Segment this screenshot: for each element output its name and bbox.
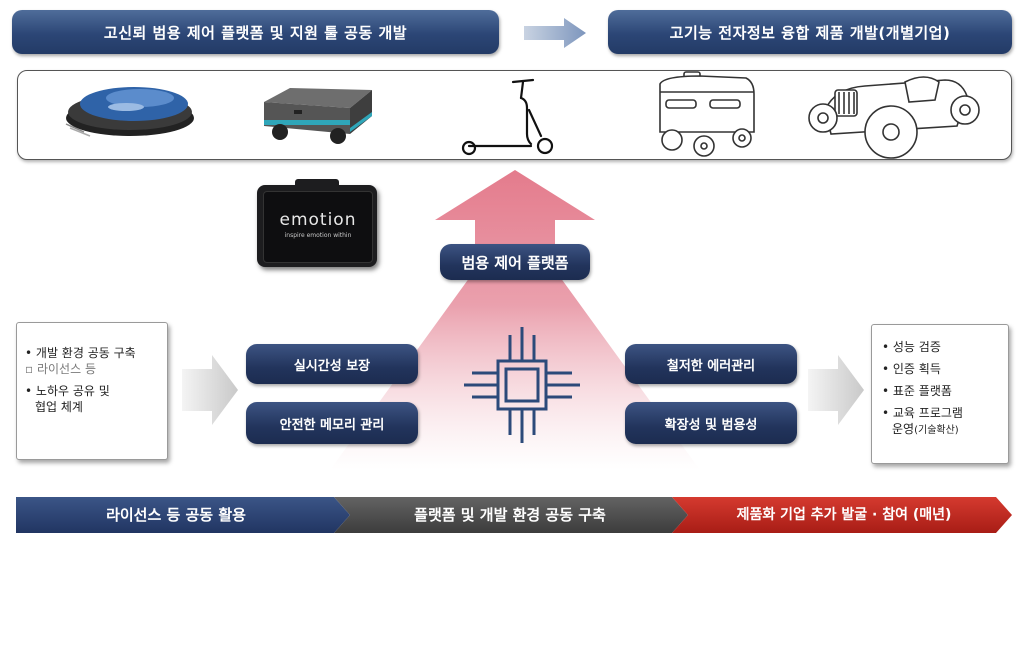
left-info-box: • 개발 환경 공동 구축 ▫ 라이선스 등 • 노하우 공유 및 협업 체계 — [16, 322, 168, 460]
vintage-car-icon — [808, 76, 980, 159]
left-item-2: ▫ 라이선스 등 — [25, 362, 96, 376]
error-management-button: 철저한 에러관리 — [625, 344, 797, 384]
platform-label: 범용 제어 플랫폼 — [440, 244, 590, 280]
right-item-2: • 인증 획득 — [882, 362, 941, 376]
safe-memory-button: 안전한 메모리 관리 — [246, 402, 418, 444]
left-item-3: • 노하우 공유 및 — [25, 384, 110, 398]
safe-memory-text: 안전한 메모리 관리 — [279, 417, 385, 433]
emotion-tagline: inspire emotion within — [284, 232, 352, 239]
left-item-1: • 개발 환경 공동 구축 — [25, 346, 136, 360]
error-management-text: 철저한 에러관리 — [666, 358, 756, 374]
cpu-chip-icon — [464, 327, 580, 443]
emotion-device: emotion inspire emotion within — [257, 179, 377, 267]
bottom-process-bar — [16, 497, 1012, 533]
mobile-robot-icon — [264, 88, 372, 144]
electric-kickscooter-icon — [461, 78, 554, 156]
left-chevron-arrow — [182, 355, 238, 425]
emotion-logo: emotion — [279, 210, 357, 230]
right-item-4: • 교육 프로그램 — [882, 406, 963, 420]
bar-segment-1 — [16, 497, 350, 533]
right-info-box: • 성능 검증 • 인증 획득 • 표준 플랫폼 • 교육 프로그램 운영(기술… — [871, 324, 1009, 464]
right-arrow-icon — [524, 18, 586, 48]
robot-vacuum-icon — [65, 87, 194, 137]
platform-up-arrow — [330, 170, 700, 470]
bar-segment-1-label: 라이선스 등 공동 활용 — [106, 506, 246, 524]
right-item-5: 운영(기술확산) — [892, 422, 959, 436]
scalability-button: 확장성 및 범용성 — [625, 402, 797, 444]
bar-segment-3 — [672, 497, 1012, 533]
top-right-banner: 고기능 전자정보 융합 제품 개발(개별기업) — [608, 10, 1012, 54]
bar-segment-3-label: 제품화 기업 추가 발굴 · 참여 (매년) — [736, 507, 952, 523]
bar-segment-2-label: 플랫폼 및 개발 환경 공동 구축 — [414, 506, 606, 524]
bar-segment-2 — [334, 497, 688, 533]
top-left-banner-text: 고신뢰 범용 제어 플랫폼 및 지원 툴 공동 개발 — [103, 23, 408, 42]
top-left-banner: 고신뢰 범용 제어 플랫폼 및 지원 툴 공동 개발 — [12, 10, 499, 54]
realtime-guarantee-button: 실시간성 보장 — [246, 344, 418, 384]
scalability-text: 확장성 및 범용성 — [664, 417, 758, 433]
top-right-banner-text: 고기능 전자정보 융합 제품 개발(개별기업) — [669, 23, 951, 42]
delivery-robot-icon — [659, 71, 755, 157]
right-chevron-arrow — [808, 355, 864, 425]
platform-label-text: 범용 제어 플랫폼 — [461, 253, 569, 272]
right-item-3: • 표준 플랫폼 — [882, 384, 952, 398]
realtime-guarantee-text: 실시간성 보장 — [293, 358, 371, 374]
left-item-4: 협업 체계 — [35, 400, 83, 414]
right-item-1: • 성능 검증 — [882, 340, 941, 354]
